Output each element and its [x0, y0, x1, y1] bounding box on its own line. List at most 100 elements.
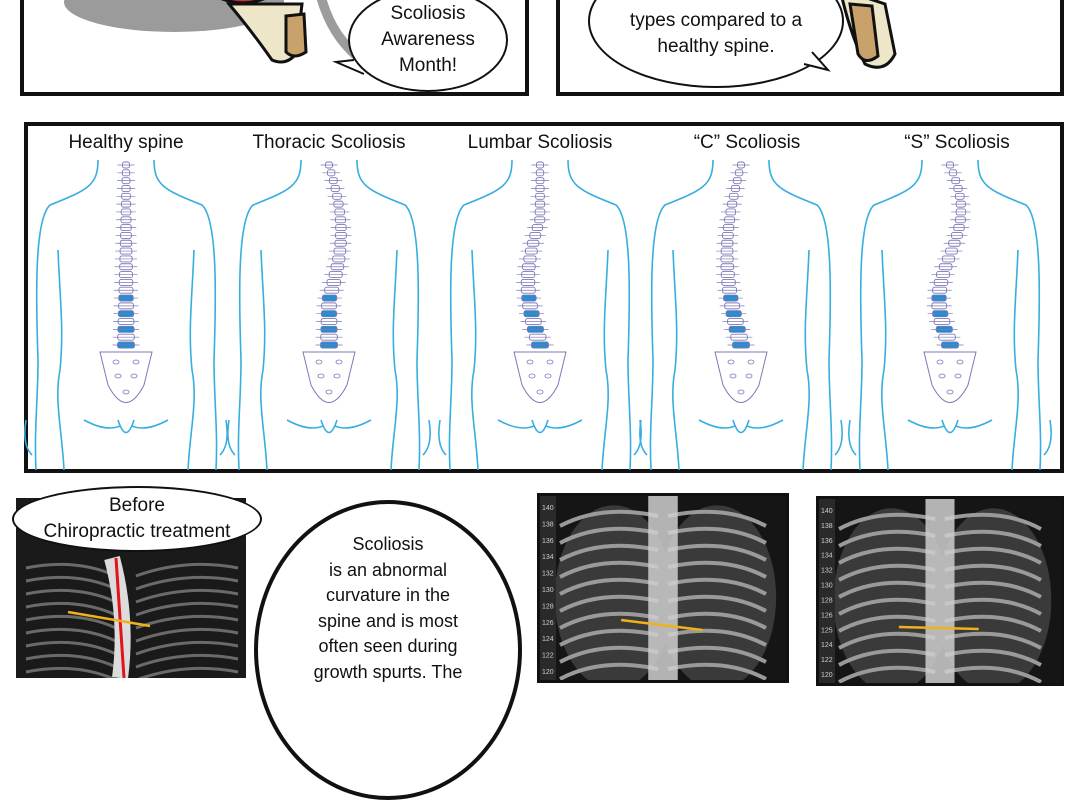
plumb-line	[114, 557, 126, 678]
rib-right	[944, 614, 1042, 633]
rib-left	[838, 580, 936, 599]
rib-left	[559, 645, 659, 664]
rib-right	[944, 546, 1042, 565]
rib-left	[838, 546, 936, 565]
measure-line	[621, 618, 703, 632]
xray-spine	[925, 499, 955, 683]
rib-right	[944, 580, 1042, 599]
rib-left	[838, 597, 936, 616]
rib-right	[135, 562, 239, 578]
ruler-tick-label: 120	[821, 672, 833, 679]
rib-left	[559, 543, 659, 562]
rib-right	[667, 645, 767, 664]
label-thoracic-scoliosis: Thoracic Scoliosis	[252, 132, 406, 153]
measure-line	[898, 625, 979, 631]
rib-left	[25, 627, 117, 643]
ruler-tick-label: 120	[542, 669, 554, 676]
rib-right	[944, 648, 1042, 667]
cartoon-illustration-right	[803, 0, 897, 72]
ruler-tick-label: 132	[821, 568, 833, 575]
xray-spine	[104, 555, 131, 678]
rib-left	[25, 614, 117, 630]
ruler-tick-label: 138	[821, 523, 833, 530]
rib-right	[944, 563, 1042, 582]
xray-chest-middle: 140 138 136 134 132 130 128 126 124 122 120	[540, 496, 786, 680]
ruler-tick-label: 124	[542, 636, 554, 643]
label-lumbar-scoliosis: Lumbar Scoliosis	[467, 132, 613, 153]
speech-bubble-before-treatment: Before Chiropractic treatment	[12, 486, 262, 552]
rib-left	[838, 614, 936, 633]
ruler-tick-label: 124	[821, 642, 833, 649]
rib-left	[559, 577, 659, 596]
ruler-tick-label: 126	[542, 620, 554, 627]
rib-left	[838, 631, 936, 650]
rib-right	[667, 560, 767, 579]
top-right-panel: the most common types compared to a heal…	[556, 0, 1064, 96]
rib-left	[559, 560, 659, 579]
rib-right	[667, 526, 767, 545]
rib-right	[135, 575, 239, 591]
rib-left	[559, 628, 659, 647]
rib-right	[667, 577, 767, 596]
rib-right	[667, 543, 767, 562]
rib-left	[838, 529, 936, 548]
rib-right	[667, 594, 767, 613]
xray-chest-right: 140 138 136 134 132 130 128 126 125 124 122 120	[819, 499, 1061, 683]
rib-right	[667, 628, 767, 647]
rib-left	[559, 526, 659, 545]
rib-right	[944, 529, 1042, 548]
ruler-tick-label: 130	[542, 587, 554, 594]
ruler-tick-label: 125	[821, 627, 833, 634]
ruler-strip	[819, 499, 835, 683]
ruler-tick-label: 122	[542, 653, 554, 660]
rib-left	[559, 611, 659, 630]
spine-types-panel	[24, 122, 1064, 473]
rib-left	[25, 601, 117, 617]
rib-right	[135, 588, 239, 604]
rib-left	[25, 588, 117, 604]
label-c-scoliosis: “C” Scoliosis	[693, 132, 801, 153]
ruler-tick-label: 128	[821, 597, 833, 604]
rib-left	[25, 575, 117, 591]
top-left-panel: Scoliosis Awareness Month!	[20, 0, 529, 96]
rib-right	[135, 640, 239, 656]
rib-left	[838, 563, 936, 582]
rib-right	[944, 512, 1042, 531]
xray-panel-right: 140 138 136 134 132 130 128 126 125 124 122 120	[816, 496, 1064, 686]
ruler-tick-label: 128	[542, 603, 554, 610]
label-s-scoliosis: “S” Scoliosis	[904, 132, 1010, 153]
label-healthy-spine: Healthy spine	[68, 132, 184, 153]
rib-left	[559, 509, 659, 528]
ruler-tick-label: 122	[821, 657, 833, 664]
speech-bubble-scoliosis-info: Scoliosis is an abnormal curvature in th…	[254, 500, 522, 800]
ruler-tick-label: 126	[821, 612, 833, 619]
rib-right	[135, 653, 239, 669]
rib-left	[25, 640, 117, 656]
ruler-tick-label: 140	[821, 508, 833, 515]
rib-right	[667, 509, 767, 528]
rib-left	[838, 512, 936, 531]
rib-right	[135, 601, 239, 617]
ruler-strip	[540, 496, 556, 680]
xray-spine	[648, 496, 678, 680]
rib-right	[667, 611, 767, 630]
bubble-tail	[332, 59, 365, 75]
ruler-tick-label: 140	[542, 505, 554, 512]
cartoon-illustration-left	[64, 0, 364, 64]
ruler-tick-label: 138	[542, 521, 554, 528]
ruler-tick-label: 134	[821, 553, 833, 560]
rib-left	[25, 653, 117, 669]
rib-right	[135, 627, 239, 643]
ruler-tick-label: 136	[821, 538, 833, 545]
measure-line	[67, 610, 151, 628]
ruler-tick-label: 136	[542, 538, 554, 545]
ruler-tick-label: 132	[542, 571, 554, 578]
rib-right	[944, 631, 1042, 650]
ruler-tick-label: 130	[821, 583, 833, 590]
rib-right	[944, 597, 1042, 616]
rib-left	[559, 594, 659, 613]
speech-bubble-awareness: Scoliosis Awareness Month!	[348, 0, 508, 92]
rib-left	[838, 648, 936, 667]
ruler-tick-label: 134	[542, 554, 554, 561]
xray-panel-middle: 140 138 136 134 132 130 128 126 124 122 120	[537, 493, 789, 683]
